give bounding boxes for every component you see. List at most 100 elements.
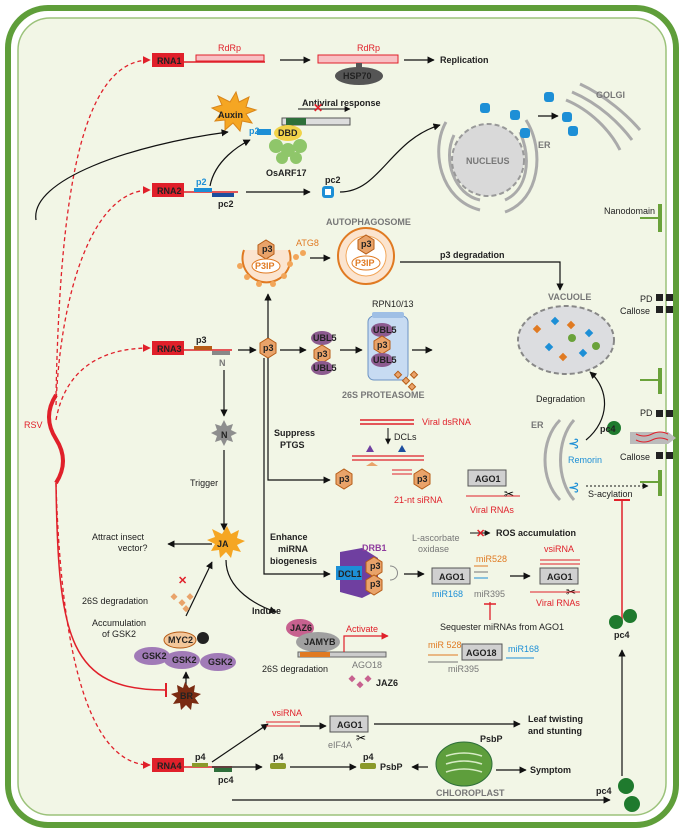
rna4-ago1 — [329, 715, 369, 733]
proteasome-label: 26S PROTEASOME — [342, 390, 425, 400]
phospho-label: P — [200, 633, 206, 643]
chloroplast — [435, 741, 493, 787]
endoplasmic-reticulum — [437, 119, 539, 214]
mirna-title-2: miRNA — [278, 544, 309, 554]
mir528-label: miR528 — [476, 554, 507, 564]
sequester-mir168-label: miR168 — [508, 644, 539, 654]
rna2-label: RNA2 — [157, 186, 182, 196]
myc2-label: MYC2 — [168, 635, 193, 645]
degraded-myc2 — [170, 593, 194, 613]
autophagy-p3-label: p3 — [262, 244, 273, 254]
suppress-ptgs-title-2: PTGS — [280, 440, 305, 450]
replication-label: Replication — [440, 55, 489, 65]
pc2-protein — [322, 186, 334, 198]
pc2-protein-label: pc2 — [325, 175, 341, 185]
ascorbate-label-2: oxidase — [418, 544, 449, 554]
drb1-label: DRB1 — [362, 543, 387, 553]
suppress-ptgs-title-1: Suppress — [274, 428, 315, 438]
proteasome-ubl5-bottom-label: UBL5 — [373, 355, 397, 365]
dbd-label: DBD — [278, 128, 298, 138]
jaz6-label: JAZ6 — [290, 623, 312, 633]
p3-node-label: p3 — [263, 343, 274, 353]
rna2-pc2-label: pc2 — [218, 199, 234, 209]
rna1-gene-label: RdRp — [218, 43, 241, 53]
rsv-segment-connectors — [55, 56, 151, 769]
attract-insect-label-2: vector? — [118, 543, 148, 553]
degraded-jaz6 — [348, 675, 372, 689]
rna3-box — [152, 341, 184, 355]
pc2-vesicles — [480, 92, 578, 138]
proteasome-p3-label-b: p3 — [377, 340, 388, 350]
pd1-label: PD — [640, 294, 653, 304]
s-acylation-label: S-acylation — [588, 489, 633, 499]
gsk2-complex — [134, 647, 236, 671]
gsk-accumulation-label-1: Accumulation — [92, 618, 146, 628]
gsk2-label-c: GSK2 — [208, 657, 233, 667]
sequester-mir528-label: miR 528 — [428, 640, 462, 650]
cytoplasm — [17, 17, 667, 816]
rna2-p2-label: p2 — [196, 177, 207, 187]
rna2-box — [152, 183, 184, 197]
rna1-label: RNA1 — [157, 56, 182, 66]
ros-label: ROS accumulation — [496, 528, 576, 538]
callose2-label: Callose — [620, 452, 650, 462]
mirna-p3-label-a: p3 — [370, 561, 381, 571]
jamyb — [296, 632, 340, 652]
induce-label: Induce — [252, 606, 281, 616]
jaz6-degraded-label: JAZ6 — [376, 678, 398, 688]
rna4-pc4-label: pc4 — [218, 775, 234, 785]
dna-strand — [281, 117, 351, 126]
pd3-marker — [656, 452, 673, 459]
remorin-label: Remorin — [568, 455, 602, 465]
mirna-viral-rnas-label: Viral RNAs — [536, 598, 580, 608]
mirna-p3-label-b: p3 — [370, 579, 381, 589]
chloroplast-psbp-label: PsbP — [480, 734, 503, 744]
gsk2-label-a: GSK2 — [142, 651, 167, 661]
vacuole-contents — [532, 316, 600, 362]
er-pc4b-label: pc4 — [614, 630, 630, 640]
gsk-block-x: ✕ — [178, 575, 187, 587]
autophagosome-label: AUTOPHAGOSOME — [326, 217, 411, 227]
autophagosome-p3ip-label: P3IP — [355, 258, 375, 268]
pd2-label: PD — [640, 408, 653, 418]
antiviral-label: Antiviral response — [302, 98, 381, 108]
rna4-pc4b-label: pc4 — [596, 786, 612, 796]
degradation-label: Degradation — [536, 394, 585, 404]
br-star — [171, 682, 201, 710]
ptgs-p3-label-b: p3 — [417, 474, 428, 484]
nucleus-er-label: ER — [538, 140, 551, 150]
nucleus — [451, 123, 525, 197]
rna4-vsirna-label: vsiRNA — [272, 708, 302, 718]
blocked-x: ✕ — [313, 101, 323, 115]
jaz-26s-degradation-label: 26S degradation — [262, 664, 328, 674]
activate-label: Activate — [346, 624, 378, 634]
remorin-icon: ⊰ — [568, 435, 580, 451]
ptgs-p3-label-a: p3 — [339, 474, 350, 484]
pd2-marker — [656, 410, 673, 417]
myc2 — [163, 631, 197, 649]
p4-protein-label: p4 — [273, 752, 284, 762]
mir395-label: miR395 — [474, 589, 505, 599]
er-pc4-label: pc4 — [600, 424, 616, 434]
right-er — [543, 418, 576, 502]
ptgs-ago1 — [467, 469, 507, 487]
callose1-label: Callose — [620, 306, 650, 316]
siRNA-label: 21-nt siRNA — [394, 495, 443, 505]
ubl5-top-label: UBL5 — [313, 333, 337, 343]
ago18 — [461, 643, 503, 661]
dbd-domain — [274, 125, 302, 141]
chloroplast-label: CHLOROPLAST — [436, 788, 505, 798]
p4-psbp-label: p4 — [363, 752, 374, 762]
n-star-label: N — [221, 430, 228, 440]
rna3-p3-label: p3 — [196, 335, 207, 345]
atg8-label: ATG8 — [296, 238, 319, 248]
osarf17-label: OsARF17 — [266, 168, 307, 178]
ja-label: JA — [217, 539, 229, 549]
mirna-ago1-viral-label: AGO1 — [547, 572, 573, 582]
proteasome-ubl5-top-label: UBL5 — [373, 325, 397, 335]
trigger-label: Trigger — [190, 478, 218, 488]
golgi-label: GOLGI — [596, 90, 625, 100]
proteasome-p3-label-a: p3 — [317, 349, 328, 359]
rna4-p4-label: p4 — [195, 752, 206, 762]
mir168-label: miR168 — [432, 589, 463, 599]
